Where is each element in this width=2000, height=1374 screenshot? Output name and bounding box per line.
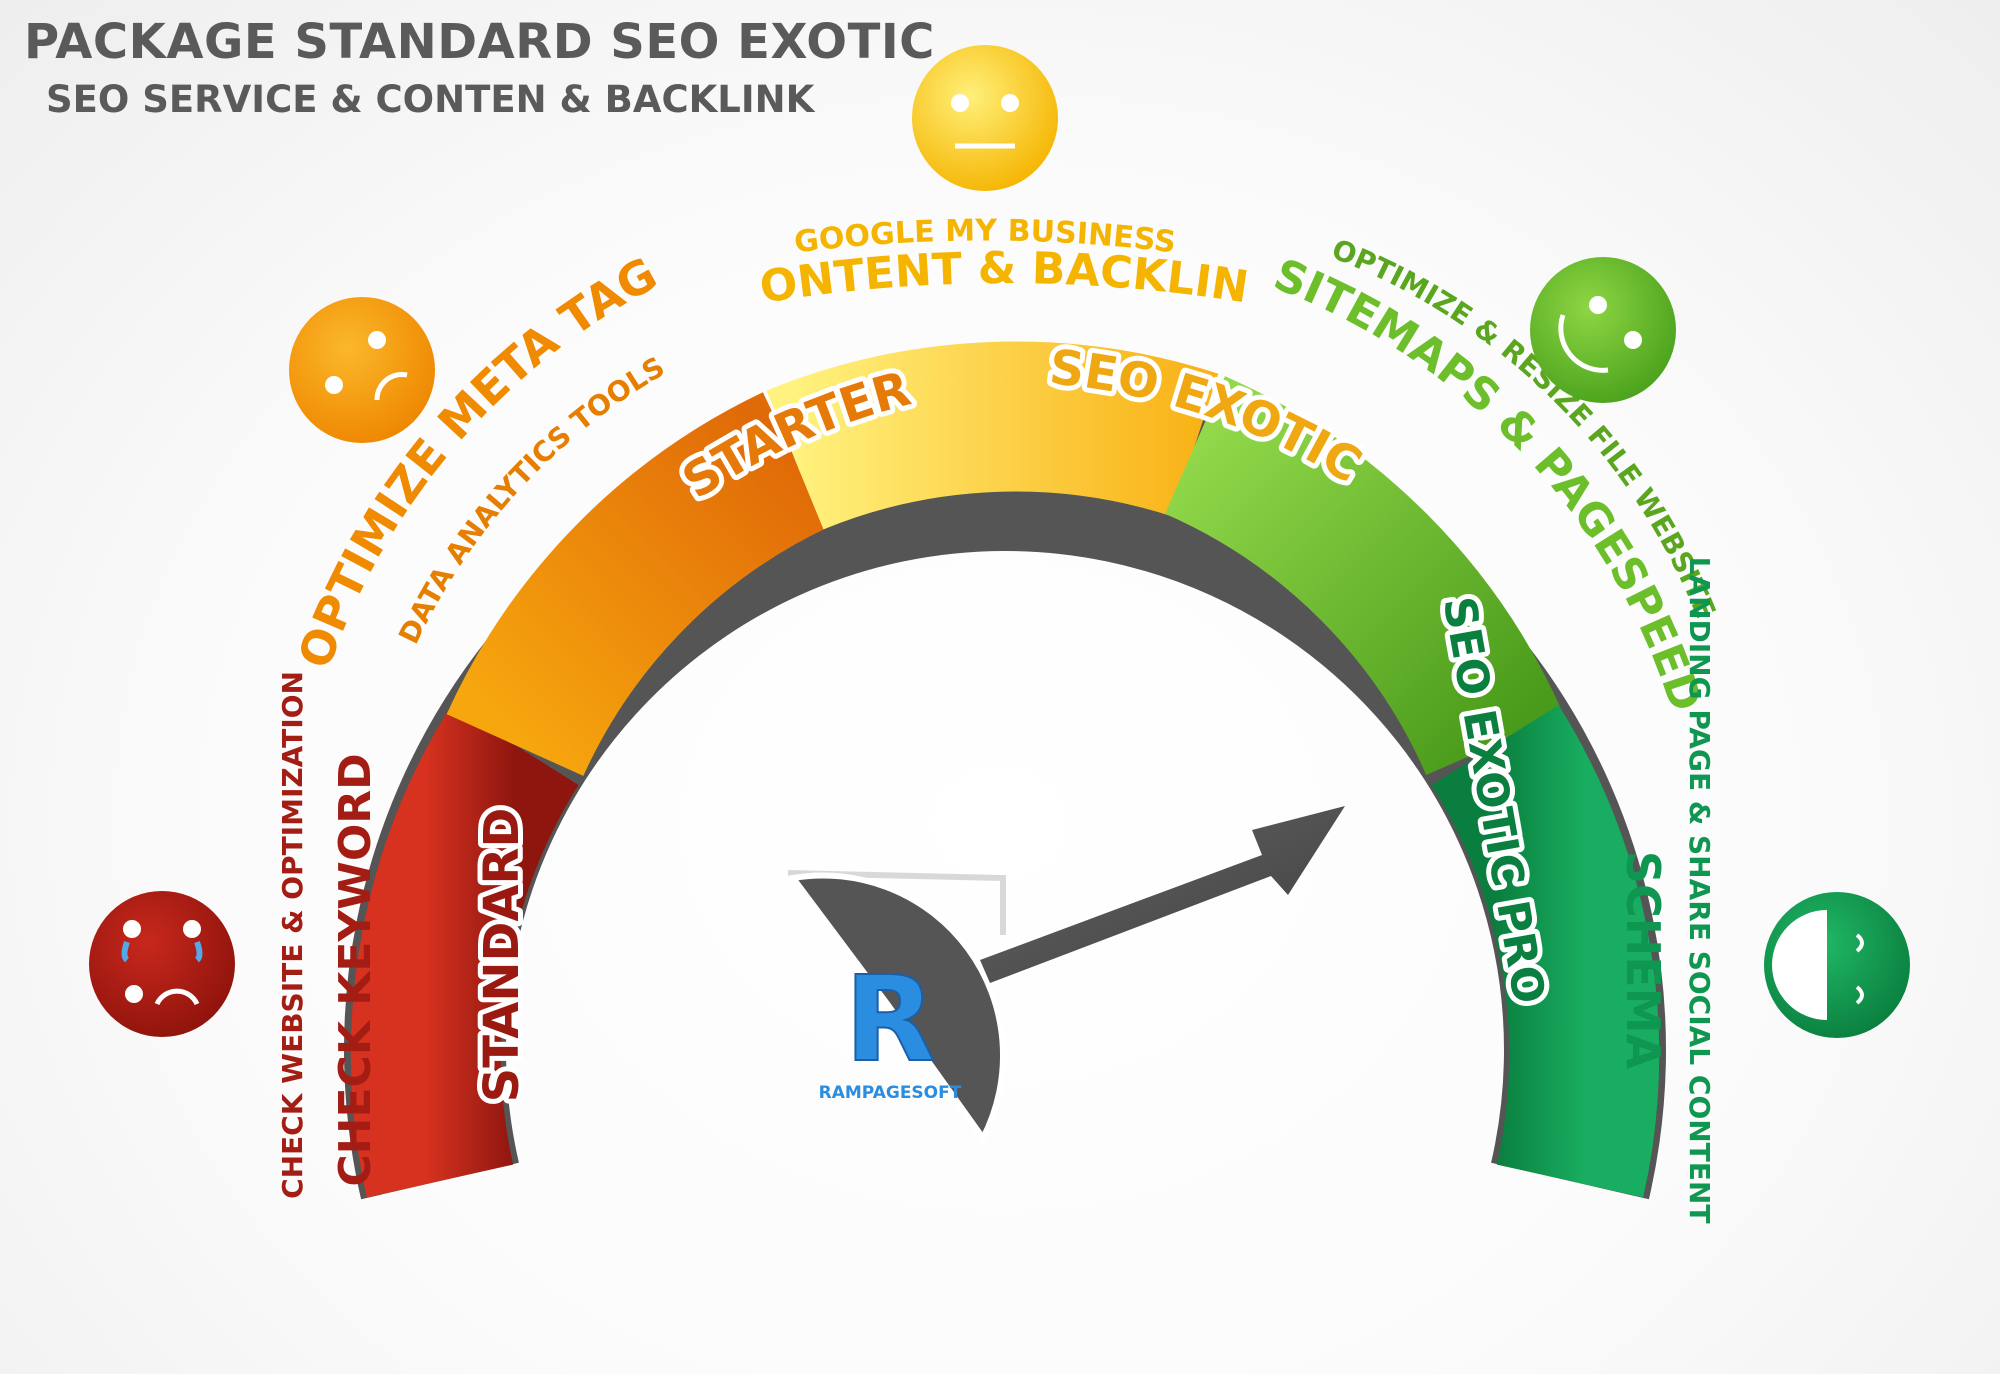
segment-standard: [350, 705, 579, 1198]
page-subtitle: SEO SERVICE & CONTEN & BACKLINK: [46, 78, 815, 121]
svg-text:RAMPAGESOFT: RAMPAGESOFT: [819, 1083, 962, 1103]
svg-text:STANDARD: STANDARD: [474, 808, 530, 1103]
header: PACKAGE STANDARD SEO EXOTIC SEO SERVICE …: [24, 14, 935, 121]
svg-text:LANDING PAGE & SHARE SOCIAL CO: LANDING PAGE & SHARE SOCIAL CONTENT: [1683, 557, 1716, 1224]
segment-seo-exotic: [766, 341, 1219, 530]
svg-text:SCHEMA: SCHEMA: [1616, 851, 1670, 1070]
segment-seo-exotic-green: [1164, 376, 1564, 776]
feature-landing-page: LANDING PAGE & SHARE SOCIAL CONTENT: [1683, 557, 1716, 1224]
rampagesoft-logo: R RAMPAGESOFT: [819, 949, 962, 1103]
feature-schema: SCHEMA: [1616, 851, 1670, 1070]
laughing-face-icon: [1764, 892, 1910, 1038]
segment-starter: [446, 392, 828, 777]
svg-text:CHECK KEYWORD: CHECK KEYWORD: [330, 753, 381, 1186]
svg-text:R: R: [845, 950, 936, 1088]
segment-label-standard: STANDARD STANDARD: [469, 803, 535, 1108]
feature-check-website: CHECK WEBSITE & OPTIMIZATION: [276, 671, 309, 1199]
page-title: PACKAGE STANDARD SEO EXOTIC: [24, 14, 935, 70]
gauge-needle: [787, 806, 1345, 1144]
sad-face-icon: [289, 297, 435, 443]
segment-seo-exotic-pro: [1431, 705, 1660, 1198]
crying-face-icon: [89, 891, 235, 1037]
svg-text:STANDARD: STANDARD: [474, 808, 530, 1103]
feature-check-keyword: CHECK KEYWORD: [330, 753, 381, 1186]
smile-face-icon: [1530, 257, 1676, 403]
neutral-face-icon: [912, 45, 1058, 191]
svg-text:CHECK WEBSITE & OPTIMIZATION: CHECK WEBSITE & OPTIMIZATION: [276, 671, 309, 1199]
